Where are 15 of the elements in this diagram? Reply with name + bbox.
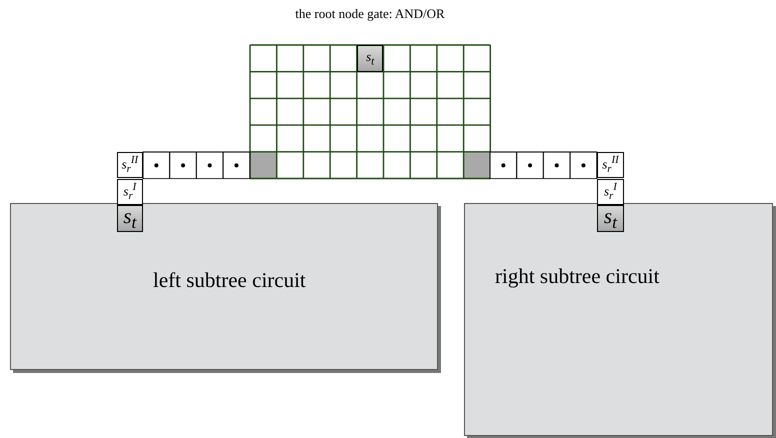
box-title: right subtree circuit [495, 264, 660, 289]
math-symbol: s$_{t}$ [604, 206, 617, 232]
box-title: left subtree circuit [153, 268, 306, 293]
variable-cell [597, 205, 624, 232]
math-symbol: s$_{t}$ [123, 206, 136, 232]
variable-cell [116, 152, 144, 178]
title: the root node gate: AND/OR [294, 6, 446, 22]
variable-cell [597, 178, 624, 206]
variable-cell [597, 152, 624, 178]
variable-cell [116, 205, 144, 232]
variable-cell [116, 178, 144, 206]
math-symbol: s$_{t}$ [366, 50, 374, 68]
variable-cell [356, 45, 384, 72]
subtree-box [10, 203, 438, 370]
subtree-box [464, 203, 773, 436]
